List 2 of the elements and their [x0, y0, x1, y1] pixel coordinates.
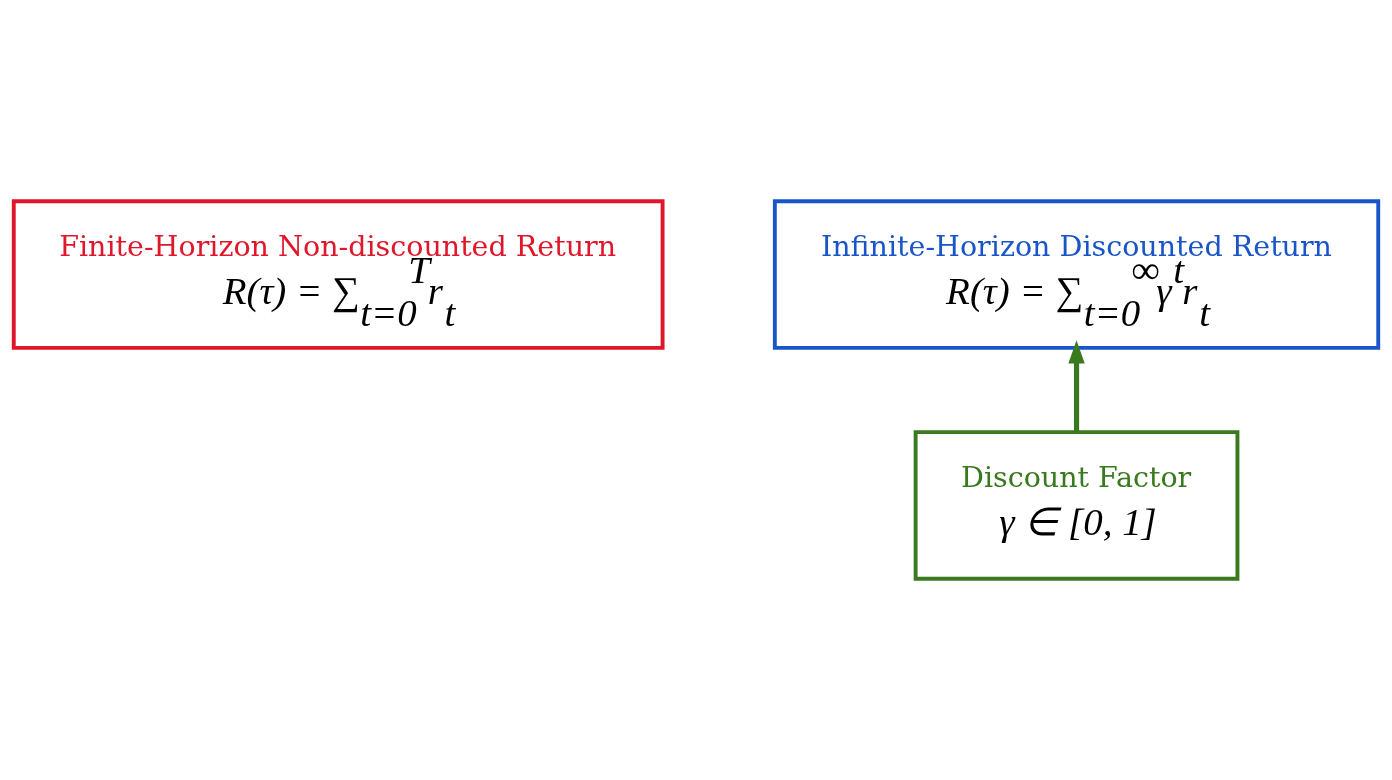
arrow: [1068, 340, 1085, 432]
node-box: Discount Factor γ ∈ [0, 1]: [913, 430, 1240, 581]
